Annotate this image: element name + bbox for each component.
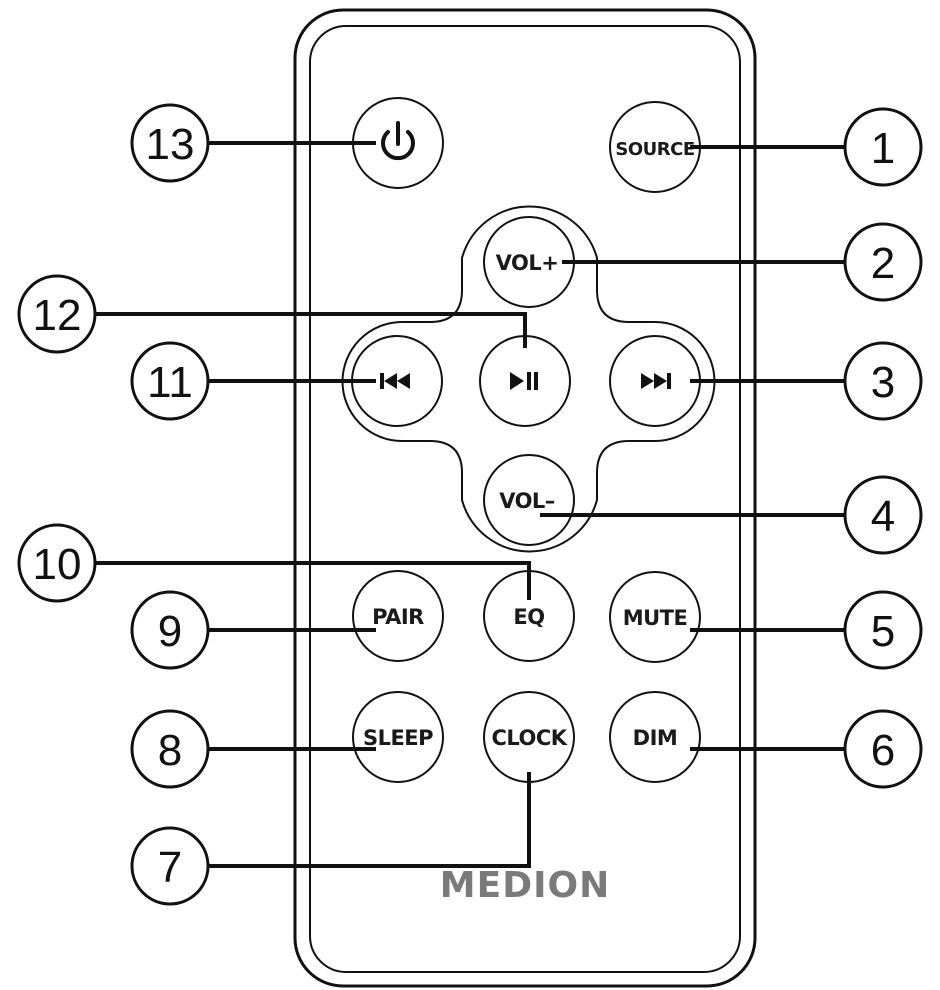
vol-plus-label: VOL+ bbox=[496, 251, 559, 275]
dim-button[interactable]: DIM bbox=[609, 691, 701, 783]
leader-line-12 bbox=[95, 312, 527, 348]
callout-12 bbox=[17, 274, 97, 354]
callout-10 bbox=[17, 523, 97, 603]
mute-button[interactable]: MUTE bbox=[609, 571, 701, 663]
callout-6-number: 6 bbox=[871, 726, 895, 775]
callout-3-number: 3 bbox=[871, 358, 895, 407]
source-button[interactable]: SOURCE bbox=[609, 101, 701, 193]
callout-7-number: 7 bbox=[158, 843, 182, 892]
callout-circles bbox=[17, 103, 923, 906]
power-icon bbox=[381, 121, 415, 161]
vol-minus-button[interactable]: VOL– bbox=[483, 454, 575, 546]
eq-label: EQ bbox=[513, 605, 544, 629]
vol-plus-button[interactable]: VOL+ bbox=[483, 216, 575, 308]
pair-label: PAIR bbox=[372, 605, 424, 629]
source-button-label: SOURCE bbox=[615, 139, 694, 160]
callout-3 bbox=[843, 341, 923, 421]
skip-next-icon bbox=[641, 373, 671, 389]
callout-12-number: 12 bbox=[33, 291, 82, 340]
callout-11-number: 11 bbox=[147, 358, 193, 407]
callout-5 bbox=[843, 590, 923, 670]
leader-line-10 bbox=[95, 561, 531, 600]
dim-label: DIM bbox=[633, 726, 678, 750]
callout-4-number: 4 bbox=[871, 492, 895, 541]
callout-4 bbox=[843, 475, 923, 555]
callout-10-number: 10 bbox=[33, 540, 82, 589]
remote-body-outer bbox=[293, 8, 757, 988]
next-track-button[interactable] bbox=[609, 335, 701, 427]
callout-6 bbox=[843, 709, 923, 789]
leader-lines bbox=[95, 141, 846, 868]
callout-2-number: 2 bbox=[871, 239, 895, 288]
vol-minus-label: VOL– bbox=[499, 489, 555, 513]
sleep-label: SLEEP bbox=[363, 726, 433, 750]
dpad-outline bbox=[341, 205, 716, 553]
callout-13 bbox=[130, 103, 210, 183]
callout-8-number: 8 bbox=[158, 726, 182, 775]
play-pause-icon bbox=[510, 372, 538, 390]
callout-7 bbox=[130, 826, 210, 906]
callout-5-number: 5 bbox=[871, 607, 895, 656]
mute-label: MUTE bbox=[623, 606, 688, 630]
callout-1 bbox=[843, 107, 923, 187]
callout-9 bbox=[130, 590, 210, 670]
medion-logo: MEDION bbox=[440, 865, 610, 906]
remote-body-inner bbox=[309, 25, 741, 973]
callout-2 bbox=[843, 222, 923, 302]
clock-button[interactable]: CLOCK bbox=[483, 691, 575, 783]
callout-11 bbox=[130, 341, 210, 421]
eq-button[interactable]: EQ bbox=[483, 570, 575, 662]
callout-9-number: 9 bbox=[158, 607, 182, 656]
callout-13-number: 13 bbox=[146, 120, 195, 169]
callout-8 bbox=[130, 709, 210, 789]
clock-label: CLOCK bbox=[491, 726, 567, 750]
pair-button[interactable]: PAIR bbox=[352, 570, 444, 662]
leader-line-7 bbox=[208, 772, 531, 868]
skip-previous-icon bbox=[380, 373, 410, 389]
callout-1-number: 1 bbox=[871, 124, 895, 173]
play-pause-button[interactable] bbox=[479, 335, 571, 427]
sleep-button[interactable]: SLEEP bbox=[352, 691, 444, 783]
